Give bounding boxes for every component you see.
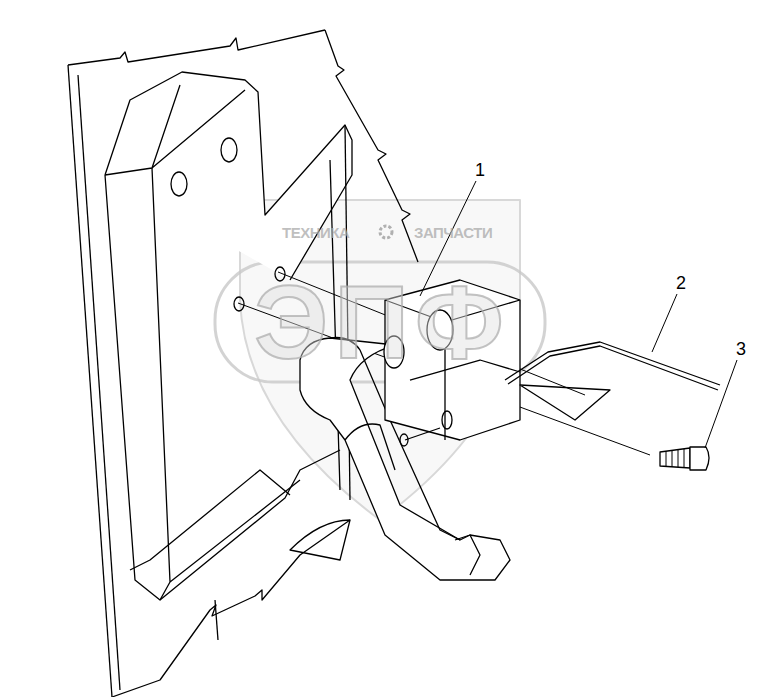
watermark-gear	[380, 226, 392, 238]
bolt-thread	[666, 449, 684, 468]
bolt-head	[690, 447, 709, 470]
pedal-edge	[455, 535, 480, 575]
watermark-text: ТЕХНИКА	[282, 225, 349, 240]
pedal-edge	[345, 424, 395, 470]
plate-edge	[112, 520, 350, 697]
hole	[442, 411, 452, 429]
rod	[508, 346, 718, 390]
callout-number: 1	[475, 161, 485, 179]
callout-number: 2	[676, 274, 686, 292]
bracket-edge	[152, 168, 300, 600]
plate-edge	[215, 600, 218, 640]
watermark-frame	[215, 262, 545, 382]
bracket	[105, 72, 352, 280]
callout-number: 3	[736, 340, 746, 358]
hole	[221, 138, 237, 162]
plate-edge	[68, 65, 112, 697]
hole	[234, 297, 244, 311]
bracket-edge	[105, 85, 245, 175]
watermark-text: ЗАПЧАСТИ	[414, 225, 492, 240]
leader-line	[652, 294, 677, 352]
rod-plate	[520, 385, 610, 420]
bracket-edge	[130, 470, 290, 570]
bolt	[660, 448, 690, 468]
leader-line	[705, 360, 737, 448]
pin	[405, 428, 440, 440]
hole	[171, 172, 187, 196]
pin	[400, 434, 408, 446]
bracket-edge	[290, 520, 350, 560]
watermark-logo: ЭПФ	[254, 270, 510, 374]
plate-edge	[68, 30, 325, 65]
